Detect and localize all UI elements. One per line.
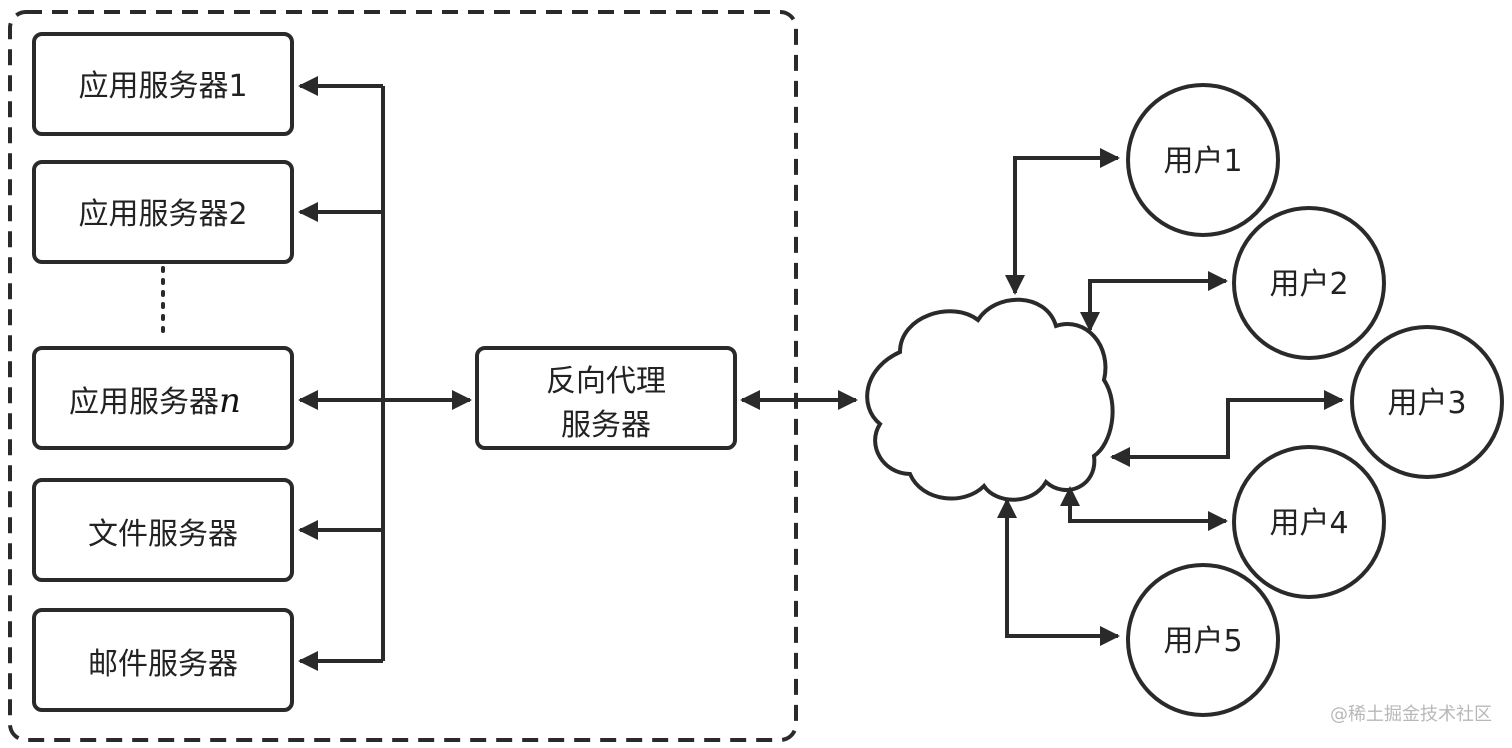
server-app-n-italic-n: n — [219, 381, 241, 421]
user-2: 用户2 — [1232, 206, 1386, 360]
server-app-n-label-text: 应用服务器 — [69, 385, 219, 420]
user-3: 用户3 — [1350, 325, 1504, 479]
arrow-cloud-user-3 — [1110, 390, 1344, 467]
server-app-2-label: 应用服务器2 — [78, 197, 247, 232]
server-app-n-label: 应用服务器n — [69, 381, 241, 421]
server-app-n: 应用服务器n — [32, 346, 294, 450]
watermark: @稀土掘金技术社区 — [1330, 704, 1492, 725]
user-1: 用户1 — [1126, 83, 1280, 237]
user-3-label: 用户3 — [1387, 386, 1466, 421]
server-app-1-label: 应用服务器1 — [78, 69, 247, 104]
arrow-cloud-user-2 — [1080, 271, 1228, 332]
reverse-proxy-label-line2: 服务器 — [561, 408, 651, 443]
cloud-icon — [865, 297, 1115, 502]
server-file: 文件服务器 — [32, 478, 294, 582]
server-mail-label: 邮件服务器 — [88, 647, 238, 682]
user-4-label: 用户4 — [1269, 506, 1348, 541]
server-mail: 邮件服务器 — [32, 608, 294, 712]
reverse-proxy-label-line1: 反向代理 — [546, 364, 666, 399]
user-2-label: 用户2 — [1269, 267, 1348, 302]
user-4: 用户4 — [1232, 445, 1386, 599]
arrow-cloud-user-1 — [1005, 148, 1120, 295]
reverse-proxy-box: 反向代理 服务器 — [475, 346, 737, 450]
server-file-label: 文件服务器 — [88, 517, 238, 552]
arrow-cloud-user-5 — [997, 498, 1120, 646]
user-5-label: 用户5 — [1163, 624, 1242, 659]
server-zone-boundary — [8, 10, 798, 742]
user-1-label: 用户1 — [1163, 144, 1242, 179]
user-5: 用户5 — [1126, 563, 1280, 717]
server-app-1: 应用服务器1 — [32, 32, 294, 136]
server-app-2: 应用服务器2 — [32, 160, 294, 264]
arrow-cloud-user-4 — [1060, 486, 1228, 531]
